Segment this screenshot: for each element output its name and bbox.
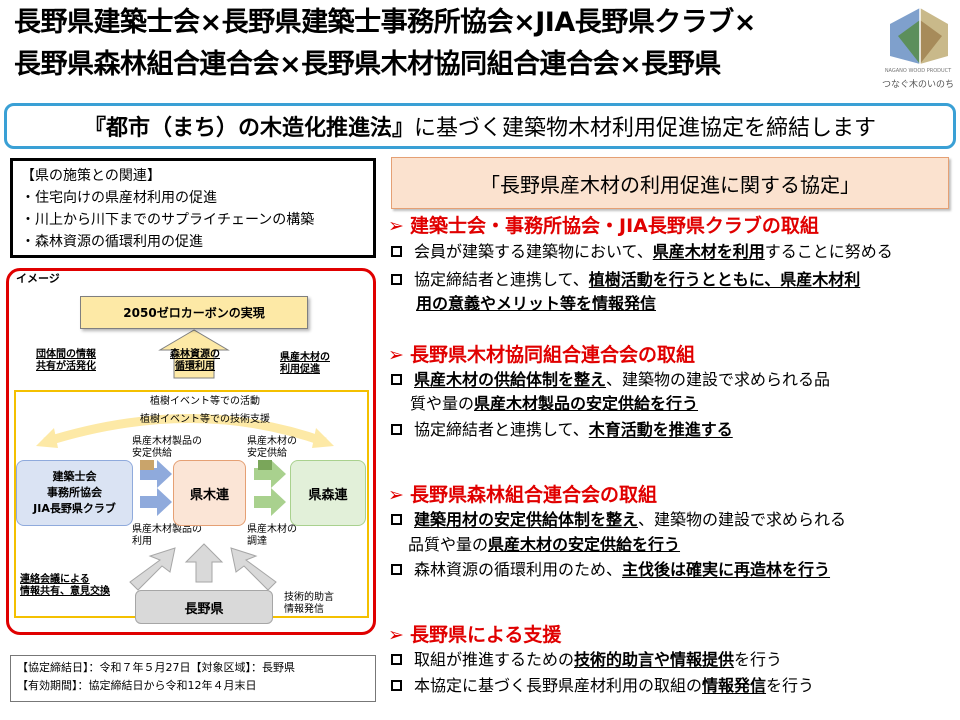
arc-arrow xyxy=(43,414,327,447)
section-item: 取組が推進するための技術的助言や情報提供を行う xyxy=(391,648,782,672)
section-item-continuation: 用の意義やメリット等を情報発信 xyxy=(416,294,657,313)
section-item: 森林資源の循環利用のため、主伐後は確実に再造林を行う xyxy=(391,558,830,582)
support-arrow-right xyxy=(230,547,277,591)
wood-product-icon xyxy=(140,460,154,470)
promotion-label: 県産木材の利用促進 xyxy=(280,352,330,375)
section-item-continuation: 質や量の県産木材製品の安定供給を行う xyxy=(410,394,699,413)
arc-arrow-head-right xyxy=(312,428,334,448)
supply-arrow-upper-right xyxy=(254,460,286,488)
supply-arrow-lower-right xyxy=(254,488,286,516)
section-item: 協定締結者と連携して、植樹活動を行うとともに、県産木材利 xyxy=(391,268,860,292)
subtitle-text: に基づく建築物木材利用促進協定を締結します xyxy=(414,116,877,141)
event-activity-label: 植樹イベント等での活動 xyxy=(150,396,260,407)
arc-arrow-head-left xyxy=(36,428,58,448)
subtitle-law-name: 『都市（まち）の木造化推進法』 xyxy=(83,116,414,141)
agreement-title: 「長野県産木材の利用促進に関する協定」 xyxy=(391,157,949,209)
section-heading-forest: ➢長野県森林組合連合会の取組 xyxy=(388,484,658,506)
support-arrow-left xyxy=(129,547,176,591)
diagram-label: イメージ xyxy=(16,272,60,285)
use-label-products: 県産木材製品の利用 xyxy=(132,524,202,547)
info-sharing-label: 団体間の情報共有が活発化 xyxy=(36,349,96,372)
cycle-up-arrow xyxy=(158,329,230,379)
supply-arrow-upper-left xyxy=(140,460,172,488)
policy-relation-box: 【県の施策との関連】 ・住宅向けの県産材利用の促進 ・川上から川下までのサプライ… xyxy=(10,158,376,258)
policy-heading: 【県の施策との関連】 xyxy=(21,168,161,184)
policy-item: ・川上から川下までのサプライチェーンの構築 xyxy=(21,212,315,228)
node-nagano-prefecture: 長野県 xyxy=(135,590,273,624)
policy-item: ・住宅向けの県産材利用の促進 xyxy=(21,190,217,206)
section-item-continuation: 品質や量の県産木材の安定供給を行う xyxy=(408,535,681,554)
procure-label-timber: 県産木材の調達 xyxy=(247,524,297,547)
nagano-wood-logo xyxy=(890,8,948,64)
support-arrow-center xyxy=(184,543,224,583)
section-item: 建築用材の安定供給体制を整え、建築物の建設で求められる xyxy=(391,508,846,532)
logo-caption: つなぐ木のいのち xyxy=(881,80,954,90)
logo-text: NAGANO WOOD PRODUCT xyxy=(884,68,952,74)
agreement-date-line: 【協定締結日】：令和７年５月27日【対象区域】：長野県 xyxy=(17,661,295,674)
supply-label-products: 県産木材製品の安定供給 xyxy=(132,436,202,459)
diagram-arrows xyxy=(36,329,334,591)
section-heading-architects: ➢建築士会・事務所協会・JIA長野県クラブの取組 xyxy=(388,215,819,237)
cycle-label: 森林資源の循環利用 xyxy=(170,349,220,372)
supply-arrow-lower-left xyxy=(140,488,172,516)
page-title-line2: 長野県森林組合連合会×長野県木材協同組合連合会×長野県 xyxy=(14,49,721,80)
page-title-line1: 長野県建築士会×長野県建築士事務所協会×JIA長野県クラブ× xyxy=(14,7,756,38)
section-item: 県産木材の供給体制を整え、建築物の建設で求められる品 xyxy=(391,368,830,392)
agreement-dates-box: 【協定締結日】：令和７年５月27日【対象区域】：長野県 【有効期間】：協定締結日… xyxy=(10,655,376,702)
subtitle-banner: 『都市（まち）の木造化推進法』に基づく建築物木材利用促進協定を締結します xyxy=(4,103,956,149)
supply-label-timber: 県産木材の安定供給 xyxy=(247,436,297,459)
section-heading-prefecture: ➢長野県による支援 xyxy=(388,624,562,646)
section-item: 本協定に基づく長野県産材利用の取組の情報発信を行う xyxy=(391,674,814,698)
goal-zero-carbon: 2050ゼロカーボンの実現 xyxy=(80,296,308,329)
tech-advice-label: 技術的助言情報発信 xyxy=(284,592,334,615)
node-timber-federation: 県木連 xyxy=(173,460,246,526)
log-icon xyxy=(258,460,272,470)
policy-item: ・森林資源の循環利用の促進 xyxy=(21,234,203,250)
diagram-frame xyxy=(6,268,376,635)
section-item: 会員が建築する建築物において、県産木材を利用することに努める xyxy=(391,240,893,264)
section-item: 協定締結者と連携して、木育活動を推進する xyxy=(391,418,733,442)
meeting-label: 連絡会議による情報共有、意見交換 xyxy=(20,574,110,597)
section-heading-timber: ➢長野県木材協同組合連合会の取組 xyxy=(388,344,696,366)
validity-period-line: 【有効期間】：協定締結日から令和12年４月末日 xyxy=(17,679,257,692)
node-forest-federation: 県森連 xyxy=(290,460,366,526)
event-support-label: 植樹イベント等での技術支援 xyxy=(140,414,270,425)
